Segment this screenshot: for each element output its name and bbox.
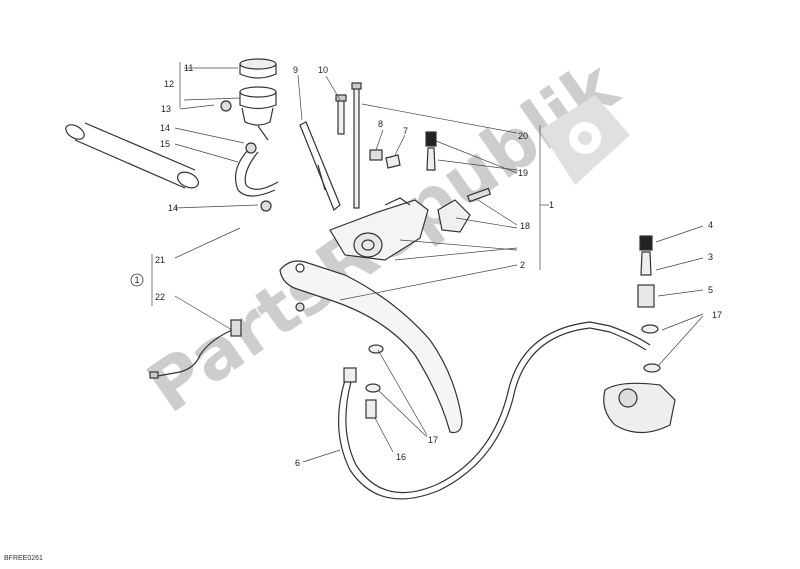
callout-9: 9 bbox=[293, 65, 298, 75]
callout-3: 3 bbox=[708, 252, 713, 262]
callout-18: 18 bbox=[520, 221, 530, 231]
slave-cylinder bbox=[603, 235, 676, 434]
clutch-lever bbox=[279, 260, 463, 434]
callout-11: 11 bbox=[184, 63, 193, 73]
gear-flag-icon bbox=[540, 95, 630, 185]
callout-12: 12 bbox=[164, 79, 174, 89]
callout-15: 15 bbox=[160, 139, 170, 149]
callout-21: 21 bbox=[155, 255, 165, 265]
callout-6: 6 bbox=[295, 458, 300, 468]
group-marker: 1 bbox=[130, 273, 144, 287]
callout-4: 4 bbox=[708, 220, 713, 230]
switch-wire bbox=[149, 319, 242, 379]
callout-14-top: 14 bbox=[160, 123, 170, 133]
callout-17-lever: 17 bbox=[428, 435, 438, 445]
group-marker-label: 1 bbox=[134, 275, 139, 285]
callout-22: 22 bbox=[155, 292, 165, 302]
callout-2: 2 bbox=[520, 260, 525, 270]
callout-10: 10 bbox=[318, 65, 328, 75]
switch-parts bbox=[369, 131, 437, 171]
drawing-code: BFREE0261 bbox=[4, 555, 43, 562]
callout-1: 1 bbox=[549, 200, 554, 210]
callout-7: 7 bbox=[403, 126, 408, 136]
callout-8: 8 bbox=[378, 119, 383, 129]
callout-16: 16 bbox=[396, 452, 406, 462]
callout-19: 19 bbox=[518, 168, 528, 178]
callouts: 1 2 3 4 5 6 7 8 9 10 11 12 13 14 14 15 1… bbox=[155, 63, 722, 468]
callout-5: 5 bbox=[708, 285, 713, 295]
master-cylinder bbox=[329, 187, 492, 261]
callout-14-bottom: 14 bbox=[168, 203, 178, 213]
washers bbox=[365, 324, 661, 419]
callout-17-slave: 17 bbox=[712, 310, 722, 320]
callout-13: 13 bbox=[161, 104, 171, 114]
bracket-and-bolts bbox=[299, 82, 362, 211]
reservoir-hose bbox=[235, 142, 279, 212]
callout-20: 20 bbox=[518, 131, 528, 141]
reservoir bbox=[220, 58, 277, 141]
leader-lines bbox=[151, 62, 704, 463]
handlebar bbox=[65, 122, 199, 189]
clutch-hose bbox=[338, 321, 651, 500]
